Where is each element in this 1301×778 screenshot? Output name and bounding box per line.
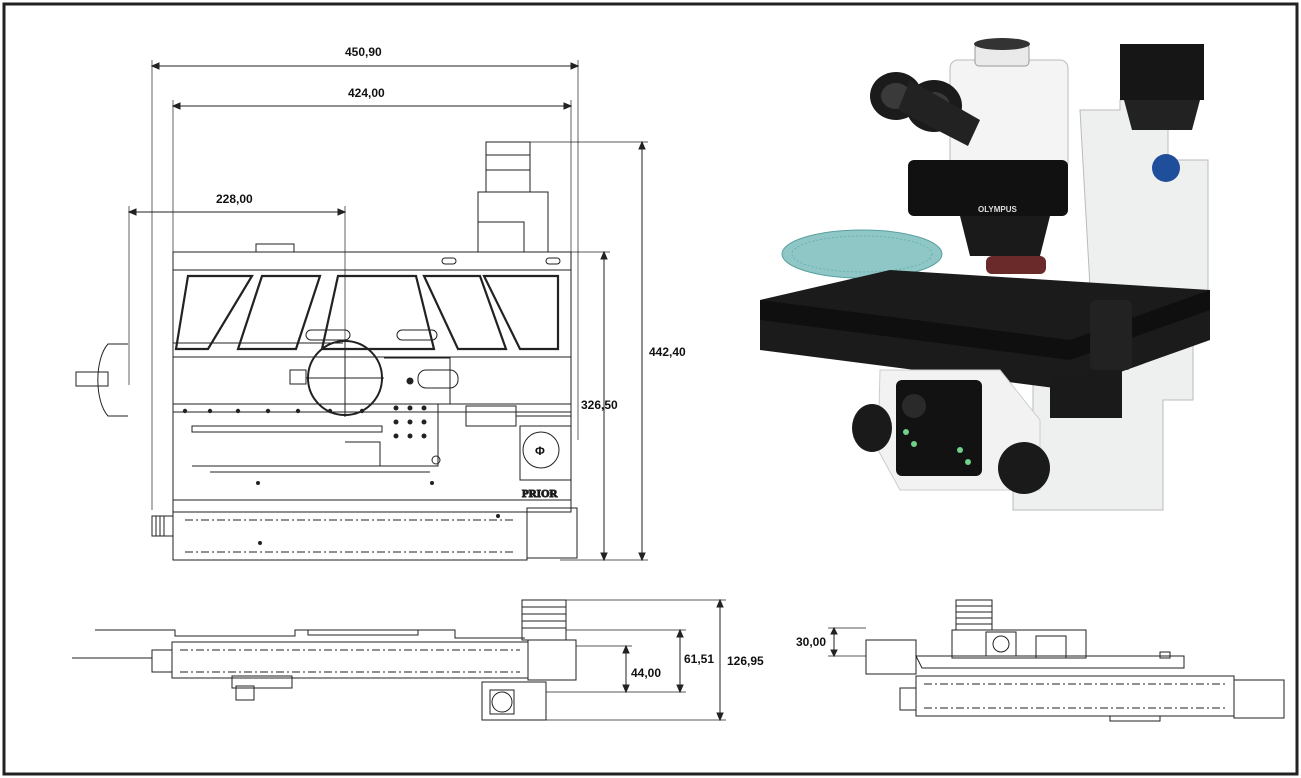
- stage-side-view: 30,00: [796, 599, 1285, 722]
- front-connector: [151, 649, 173, 673]
- stage-top-view: 450,90 424,00 228,00 442,40: [75, 45, 686, 562]
- top-tab: [255, 243, 295, 253]
- dim-plate-height-label: 30,00: [796, 635, 826, 649]
- dim-inner-width: 424,00: [171, 86, 573, 255]
- dim-motor-height-label: 44,00: [631, 666, 661, 680]
- dim-motor-height: 44,00: [576, 644, 661, 694]
- stage-front-view: 126,95 61,51 44,00: [72, 598, 764, 722]
- front-motor-stack: [521, 599, 577, 681]
- dim-overall-depth-label: 442,40: [649, 345, 686, 359]
- dim-center-offset: 228,00: [127, 192, 347, 415]
- dim-overall-width-label: 450,90: [345, 45, 382, 59]
- dim-stage-height: 61,51: [546, 628, 714, 694]
- dim-stage-height-label: 61,51: [684, 652, 714, 666]
- dim-body-depth-label: 326,50: [581, 398, 618, 412]
- side-right-block: [1233, 679, 1285, 719]
- holder-bracket: [345, 357, 459, 467]
- right-focus-knob: [998, 442, 1050, 494]
- dim-center-offset-label: 228,00: [216, 192, 253, 206]
- microscope-photo: OLYMPUS: [760, 38, 1210, 511]
- dim-total-height: 126,95: [546, 598, 764, 722]
- stage-brand-label: PRIOR: [522, 488, 559, 500]
- dim-total-height-label: 126,95: [727, 654, 764, 668]
- svg-text:Φ: Φ: [535, 444, 545, 458]
- fine-focus-knob: Φ: [519, 425, 572, 481]
- dim-body-depth: 326,50: [565, 250, 618, 562]
- plate-small-slots: [305, 257, 561, 341]
- camera-port: [1120, 44, 1204, 100]
- left-focus-knob: [852, 404, 892, 452]
- dim-overall-width: 450,90: [150, 45, 580, 510]
- front-lower-motor: [481, 681, 547, 721]
- brand-badge: [1152, 154, 1180, 182]
- screw-row: [182, 408, 365, 414]
- sample-slots: [174, 274, 560, 351]
- wafer-disc: [781, 229, 943, 279]
- dim-overall-depth: 442,40: [530, 140, 686, 562]
- x-motor-block: [526, 507, 578, 559]
- eyepieces: [870, 72, 980, 146]
- dim-inner-width-label: 424,00: [348, 86, 385, 100]
- left-handle: [75, 343, 128, 417]
- microscope-brand-label: OLYMPUS: [978, 205, 1017, 214]
- dim-plate-height: 30,00: [796, 626, 866, 658]
- x-connector: [151, 515, 174, 537]
